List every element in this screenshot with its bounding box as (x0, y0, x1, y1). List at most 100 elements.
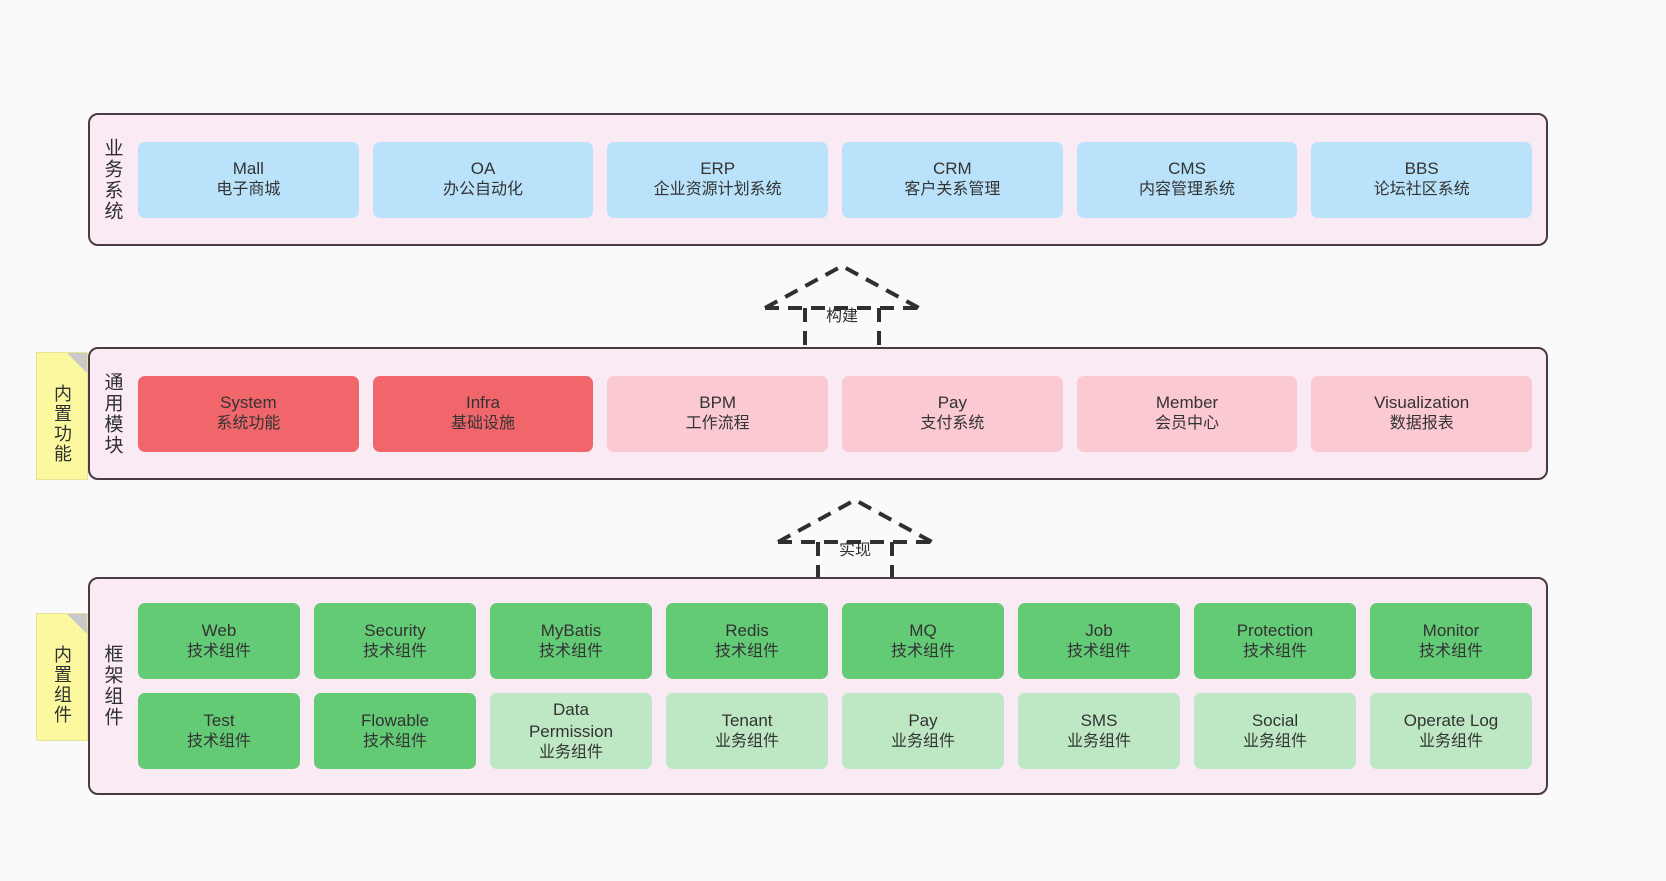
module-card-system[interactable]: System 系统功能 (138, 375, 359, 452)
layer-common-modules: 通用模块 System 系统功能 Infra 基础设施 BPM 工作流程 Pay (88, 347, 1548, 480)
connector-label-build: 构建 (825, 308, 859, 325)
card-title: CRM (932, 159, 972, 179)
note-text: 内置功能 (52, 384, 72, 464)
module-card-mq[interactable]: MQ 技术组件 (842, 603, 1004, 679)
card-subtitle: 业务组件 (714, 732, 779, 750)
card-subtitle: 技术组件 (1418, 642, 1483, 660)
module-card-data-permission[interactable]: Data Permission 业务组件 (490, 693, 652, 769)
connector-implement: 实现 (770, 492, 940, 587)
card-subtitle: 技术组件 (186, 732, 251, 750)
card-subtitle: 基础设施 (451, 415, 516, 433)
card-subtitle: 电子商城 (216, 181, 281, 199)
module-card-operate-log[interactable]: Operate Log 业务组件 (1370, 693, 1532, 769)
module-card-monitor[interactable]: Monitor 技术组件 (1370, 603, 1532, 679)
module-card-bpm[interactable]: BPM 工作流程 (607, 375, 829, 452)
card-title: Social (1251, 710, 1299, 730)
module-card-flowable[interactable]: Flowable 技术组件 (314, 693, 476, 769)
card-subtitle: 技术组件 (1242, 642, 1307, 660)
module-card-bbs[interactable]: BBS 论坛社区系统 (1311, 141, 1533, 218)
module-card-erp[interactable]: ERP 企业资源计划系统 (607, 141, 829, 218)
card-title: Operate Log (1403, 710, 1499, 730)
module-card-test[interactable]: Test 技术组件 (138, 693, 300, 769)
sticky-note-builtin-features: 内置功能 (36, 352, 88, 480)
module-card-member[interactable]: Member 会员中心 (1076, 375, 1298, 452)
module-card-oa[interactable]: OA 办公自动化 (372, 141, 594, 218)
module-card-cms[interactable]: CMS 内容管理系统 (1076, 141, 1298, 218)
layer-framework-components: 框架组件 Web 技术组件 Security 技术组件 MyBatis 技术组件… (88, 577, 1548, 795)
layer-business-system: 业务系统 Mall 电子商城 OA 办公自动化 ERP 企业资源计划系统 CRM (88, 113, 1548, 246)
card-subtitle: 技术组件 (890, 642, 955, 660)
card-title: BBS (1404, 159, 1439, 179)
layer-label-business-system: 业务系统 (101, 137, 123, 222)
card-row: Mall 电子商城 OA 办公自动化 ERP 企业资源计划系统 CRM 客户关系… (138, 141, 1533, 218)
connector-build: 构建 (757, 258, 927, 353)
layer-label-common-modules: 通用模块 (101, 371, 123, 456)
card-title: CMS (1168, 159, 1206, 179)
module-card-tenant[interactable]: Tenant 业务组件 (666, 693, 828, 769)
card-title: BPM (699, 393, 737, 413)
card-title: Redis (725, 620, 769, 640)
card-title: Test (203, 710, 235, 730)
card-title: MyBatis (540, 620, 602, 640)
module-card-protection[interactable]: Protection 技术组件 (1194, 603, 1356, 679)
card-title: Visualization (1374, 393, 1470, 413)
card-subtitle: 会员中心 (1155, 415, 1220, 433)
module-card-sms[interactable]: SMS 业务组件 (1018, 693, 1180, 769)
card-subtitle: 业务组件 (1066, 732, 1131, 750)
card-subtitle: 技术组件 (714, 642, 779, 660)
card-subtitle: 客户关系管理 (904, 181, 1001, 199)
card-title: Pay (937, 393, 967, 413)
module-card-mall[interactable]: Mall 电子商城 (138, 141, 359, 218)
card-row: Web 技术组件 Security 技术组件 MyBatis 技术组件 Redi… (138, 603, 1532, 679)
layer-label-framework-components: 框架组件 (101, 644, 123, 728)
card-title: MQ (909, 620, 937, 640)
module-card-crm[interactable]: CRM 客户关系管理 (842, 141, 1063, 218)
module-card-infra[interactable]: Infra 基础设施 (372, 375, 594, 452)
card-subtitle: 办公自动化 (443, 181, 524, 199)
card-title: Infra (465, 393, 501, 413)
card-title: Security (364, 620, 426, 640)
module-card-pay-business[interactable]: Pay 业务组件 (842, 693, 1004, 769)
card-title: Monitor (1422, 620, 1480, 640)
card-subtitle: 技术组件 (1066, 642, 1131, 660)
card-subtitle: 业务组件 (890, 732, 955, 750)
card-subtitle: 企业资源计划系统 (653, 181, 782, 199)
card-title: Protection (1236, 620, 1314, 640)
module-card-pay[interactable]: Pay 支付系统 (842, 375, 1063, 452)
note-fold-corner-icon (67, 614, 87, 634)
card-title: SMS (1080, 710, 1118, 730)
layer-body-business-system: Mall 电子商城 OA 办公自动化 ERP 企业资源计划系统 CRM 客户关系… (134, 115, 1546, 244)
card-title: System (219, 393, 277, 413)
module-card-web[interactable]: Web 技术组件 (138, 603, 300, 679)
card-subtitle: 技术组件 (362, 642, 427, 660)
module-card-visualization[interactable]: Visualization 数据报表 (1311, 375, 1533, 452)
layer-body-framework-components: Web 技术组件 Security 技术组件 MyBatis 技术组件 Redi… (134, 579, 1546, 793)
module-card-redis[interactable]: Redis 技术组件 (666, 603, 828, 679)
card-subtitle: 论坛社区系统 (1373, 181, 1470, 199)
card-subtitle: 业务组件 (1418, 732, 1483, 750)
connector-label-implement: 实现 (838, 542, 872, 559)
card-title: Pay (908, 710, 938, 730)
card-subtitle: 技术组件 (186, 642, 251, 660)
card-title: Tenant (721, 710, 773, 730)
card-title: Mall (232, 159, 264, 179)
card-title: Job (1085, 620, 1113, 640)
module-card-mybatis[interactable]: MyBatis 技术组件 (490, 603, 652, 679)
note-text: 内置组件 (52, 645, 72, 725)
card-subtitle: 数据报表 (1389, 415, 1454, 433)
module-card-job[interactable]: Job 技术组件 (1018, 603, 1180, 679)
card-subtitle: 业务组件 (538, 743, 603, 761)
module-card-security[interactable]: Security 技术组件 (314, 603, 476, 679)
card-subtitle: 业务组件 (1242, 732, 1307, 750)
card-subtitle: 技术组件 (538, 642, 603, 660)
card-title: ERP (700, 159, 736, 179)
card-title: Web (201, 620, 237, 640)
note-fold-corner-icon (67, 353, 87, 373)
card-subtitle: 工作流程 (685, 415, 750, 433)
card-subtitle: 内容管理系统 (1139, 181, 1236, 199)
layer-body-common-modules: System 系统功能 Infra 基础设施 BPM 工作流程 Pay 支付系统… (134, 349, 1546, 478)
card-subtitle: 系统功能 (216, 415, 281, 433)
module-card-social[interactable]: Social 业务组件 (1194, 693, 1356, 769)
card-title: Data Permission (528, 700, 614, 741)
